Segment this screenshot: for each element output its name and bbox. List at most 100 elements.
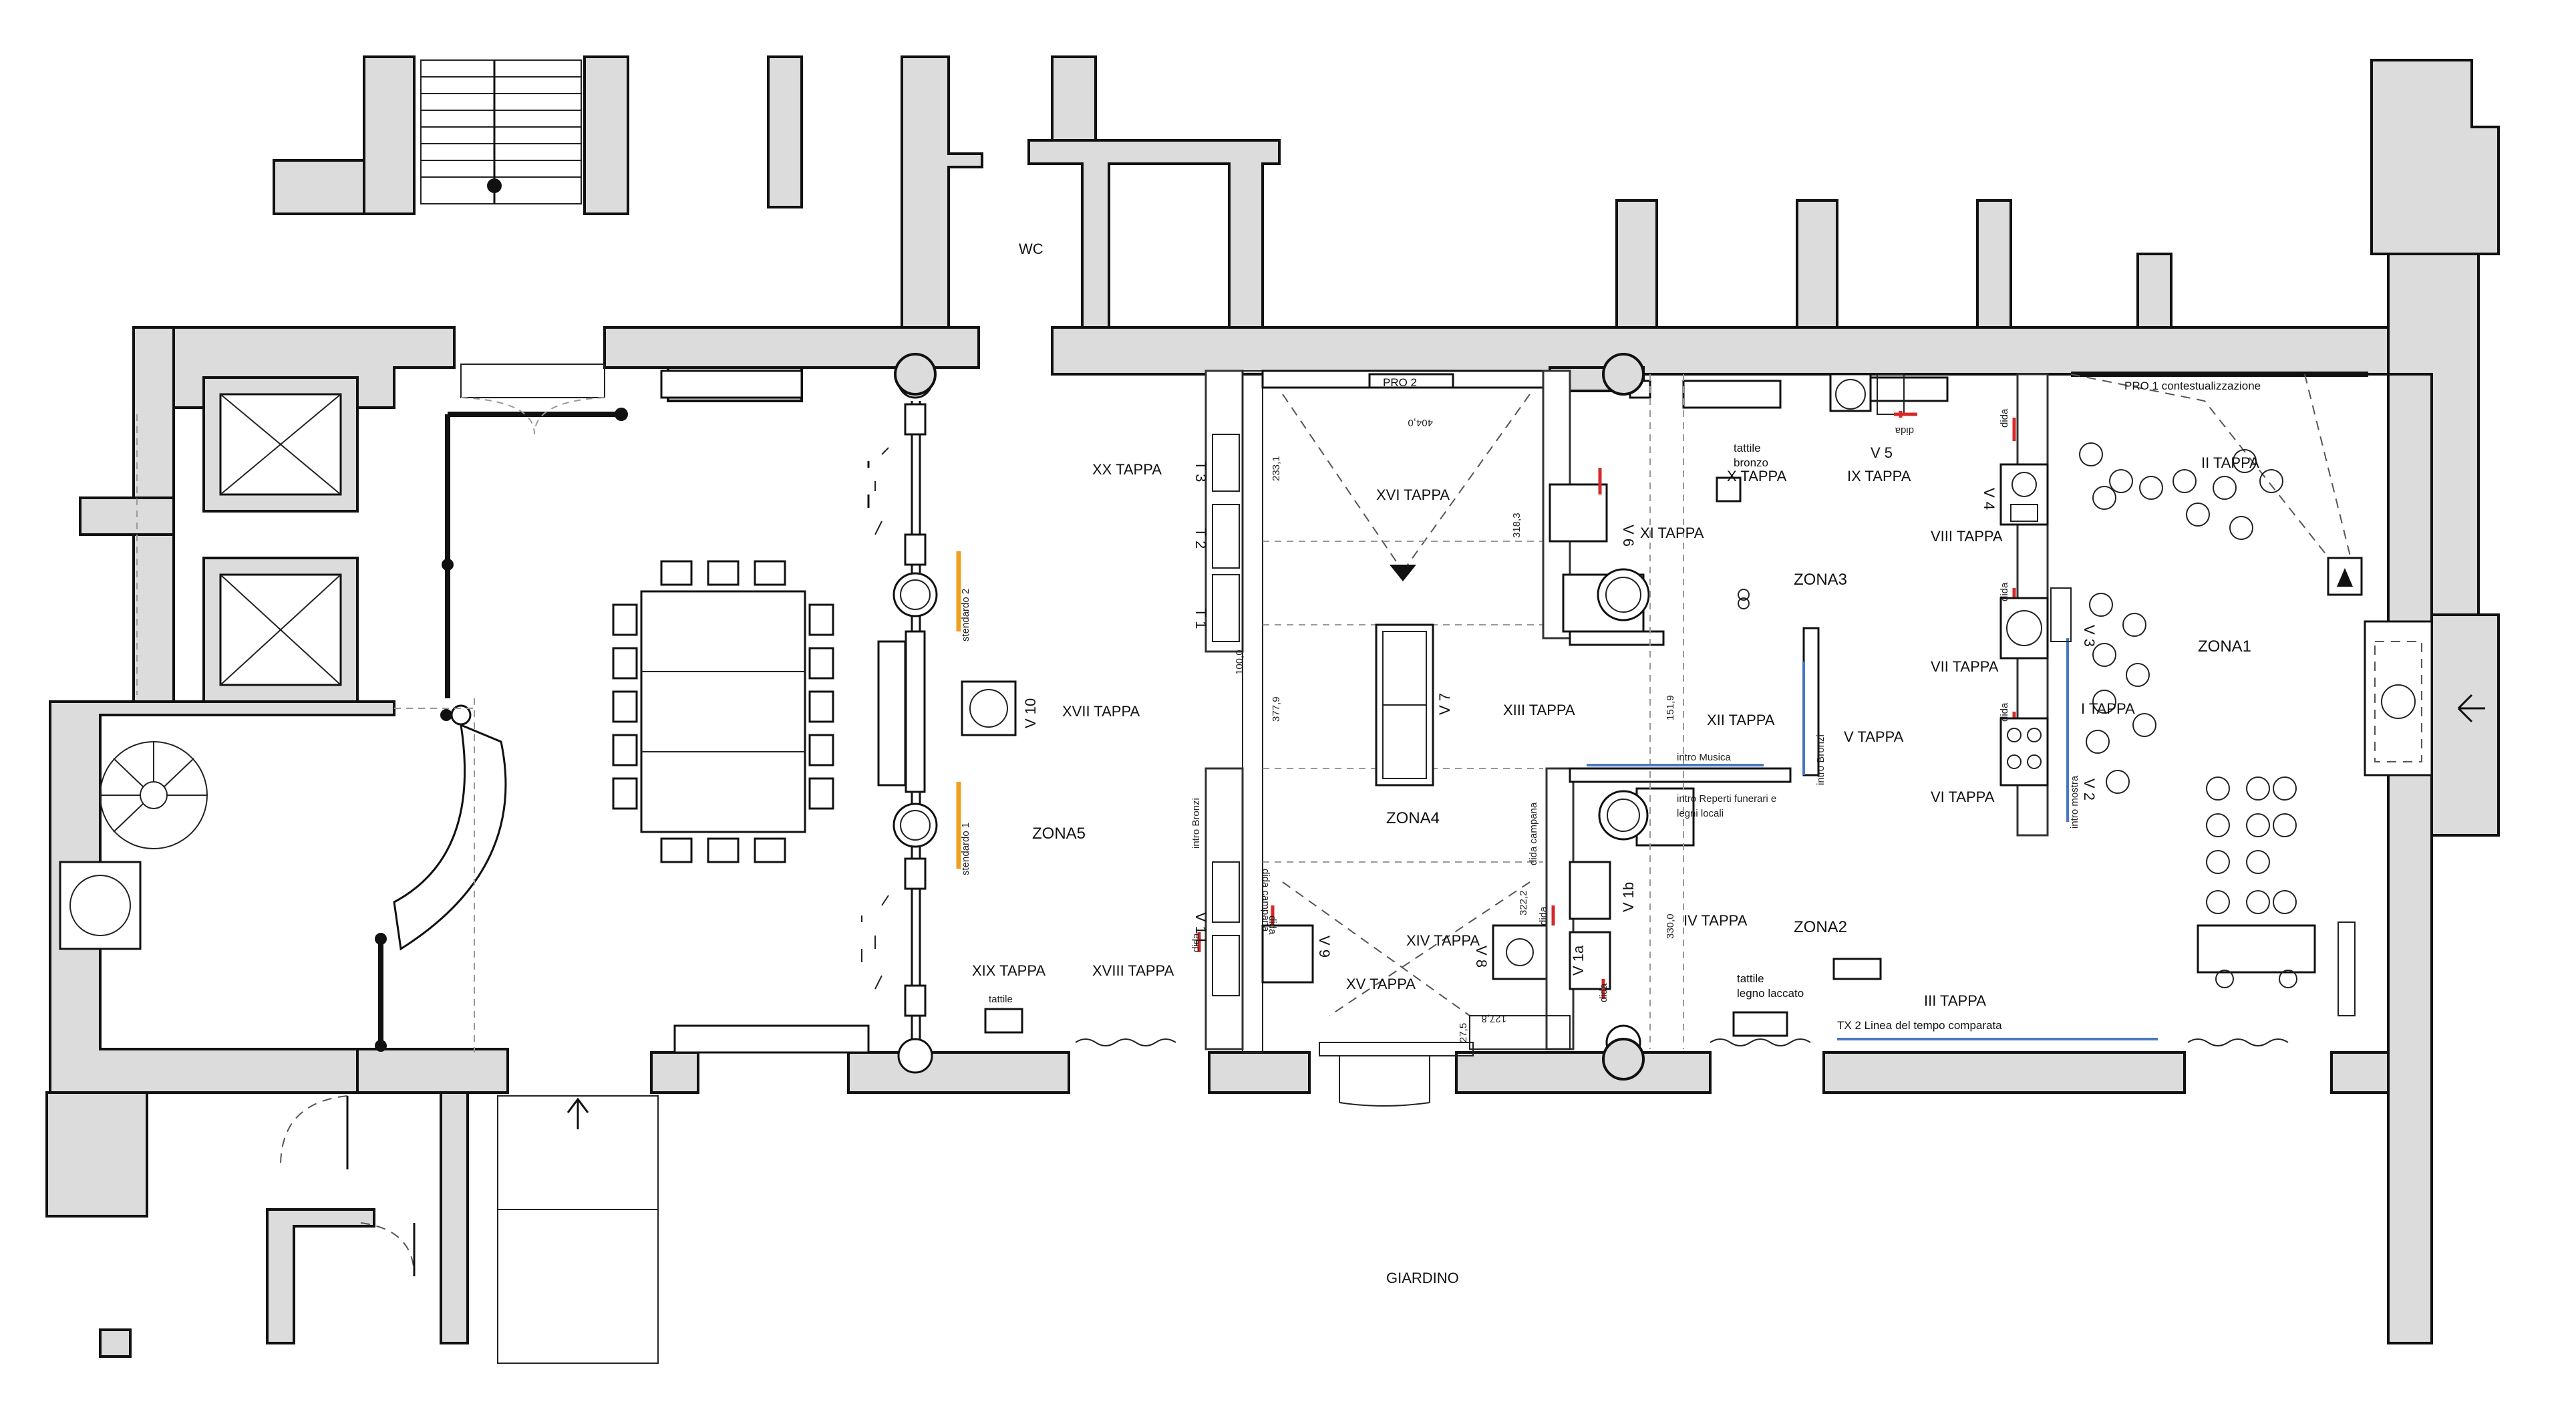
wall-wc-left (901, 55, 983, 329)
north-bench-z5 (660, 370, 803, 399)
wall-sw-inner (266, 1208, 375, 1344)
window-south-2 (1710, 1038, 1811, 1046)
wall-south-4 (1822, 1051, 2186, 1094)
vitrine-v1a-label: V 1a (1570, 945, 1587, 976)
tappa-12: XII TAPPA (1707, 712, 1775, 728)
tappa-6: VI TAPPA (1931, 789, 1995, 805)
intro-reperti-label-1: intro Reperti funerari e (1677, 793, 1776, 805)
wall-left-stub (79, 496, 175, 536)
tappa-13: XIII TAPPA (1503, 702, 1575, 718)
dida-v2: dida (1999, 702, 2010, 722)
vitrine-v8 (1492, 924, 1548, 980)
tattile-legno-label-1: tattile (1737, 972, 1764, 985)
wall-pier-d (2136, 253, 2172, 329)
wall-left-pier-south (440, 1091, 469, 1344)
dim-318: 318,3 (1511, 513, 1522, 538)
window-south-3 (2187, 1038, 2289, 1046)
pro2-label: PRO 2 (1383, 376, 1417, 389)
dida-v3: dida (1999, 582, 2010, 601)
dim-100: 100,0 (1234, 650, 1245, 675)
elevators (202, 376, 359, 703)
tappa-15: XV TAPPA (1346, 976, 1416, 992)
case-wall-left-south (1204, 767, 1244, 1050)
vitrine-v10 (961, 680, 1017, 736)
tappa-14: XIV TAPPA (1406, 932, 1480, 949)
vitrine-v3 (1999, 597, 2049, 660)
dida-campana-left: dida campana (1260, 869, 1271, 932)
intro-reperti-label-2: legni locali (1677, 808, 1724, 819)
window-south-1 (1075, 1038, 1176, 1046)
stairs (420, 59, 582, 204)
zona3-zona2 (1549, 373, 1949, 1060)
dim-233: 233,1 (1271, 456, 1282, 481)
tappa-8: VIII TAPPA (1931, 528, 2003, 545)
entrance-arrow-icon (567, 1097, 589, 1129)
vitrine-v7-label: V 7 (1436, 693, 1453, 715)
tx2-label: TX 2 Linea del tempo comparata (1837, 1019, 2002, 1032)
zone-2: ZONA2 (1794, 918, 1847, 936)
zona1 (1999, 372, 2485, 1016)
tattile-z5-box (984, 1008, 1023, 1034)
wall-south-2 (1208, 1051, 1311, 1094)
zone-5: ZONA5 (1032, 825, 1086, 843)
wall-northeast (2370, 59, 2500, 255)
wall-pier-a (1615, 199, 1658, 329)
wall-pier-c (1976, 199, 2012, 329)
dida-v9: dida (1267, 915, 1278, 935)
stair-marker (487, 178, 502, 193)
vitrine-v10-label: V 10 (1022, 698, 1039, 728)
wall-pier-b (1796, 199, 1838, 329)
totem-wall-left (1204, 370, 1244, 653)
wall-wc-right (1027, 139, 1281, 329)
stendardo-1-label: stendardo 1 (960, 823, 971, 875)
wall-north-2 (1051, 326, 2390, 376)
south-window-z4 (1319, 1042, 1474, 1056)
intro-mostra-label: intro mostra (2069, 775, 2080, 829)
east-entrance-arrow-icon (2457, 694, 2485, 723)
tappa-9: IX TAPPA (1847, 468, 1911, 484)
vitrine-v6-label: V 6 (1620, 525, 1637, 547)
bench-x-tappa (1682, 380, 1782, 409)
dida-campana-right: dida campana (1528, 802, 1539, 865)
reception-desk (393, 723, 507, 951)
wall-sw-block (45, 1091, 148, 1218)
vitrine-v5 (1829, 373, 1872, 412)
tappa-2: II TAPPA (2201, 454, 2259, 471)
wall-south-3 (1455, 1051, 1712, 1094)
vitrine-v1l-label: V 1 L (1192, 912, 1209, 946)
stendardo-2-label: stendardo 2 (960, 589, 971, 641)
conference-table (640, 590, 806, 833)
tattile-legno-label-2: legno laccato (1737, 987, 1804, 1000)
wall-top-pier (767, 55, 803, 208)
vitrine-v3-label: V 3 (2081, 625, 2098, 647)
dida-v4: dida (1999, 408, 2010, 428)
vitrine-v5-label: V 5 (1871, 444, 1893, 461)
tattile-bronzo-label-2: bronzo (1734, 456, 1768, 469)
vitrine-v1a (1569, 931, 1611, 990)
zona1-bench (2197, 924, 2316, 974)
vitrine-v4-label: V 4 (1981, 488, 1997, 510)
vitrine-v6 (1549, 483, 1608, 543)
intro-bronzi-left-label: intro Bronzi (1190, 798, 1202, 849)
bench (877, 640, 907, 787)
tappa-4: IV TAPPA (1683, 912, 1748, 929)
wall-left-south (356, 1048, 509, 1094)
south-bench-z5 (673, 1024, 870, 1054)
dida-v1l: dida (1190, 933, 1202, 952)
wall-wc-top (1051, 55, 1097, 142)
wall-column-sw (99, 1328, 132, 1358)
tappa-11: XI TAPPA (1640, 525, 1704, 541)
partition-zona5 (861, 363, 938, 1074)
wall-east-window (2430, 613, 2500, 837)
east-window-niche (2364, 620, 2433, 776)
vitrine-v4 (1999, 463, 2049, 526)
wall-north-1 (603, 326, 980, 369)
dim-330: 330,0 (1665, 913, 1676, 939)
zona4 (1204, 370, 1575, 1107)
vitrine-v2 (1999, 717, 2049, 787)
spiral-stair (59, 741, 208, 950)
west-niche (59, 861, 142, 950)
tappa-1: I TAPPA (2081, 700, 2135, 717)
intro-bronzi-right-label: intro Bronzi (1815, 734, 1826, 785)
